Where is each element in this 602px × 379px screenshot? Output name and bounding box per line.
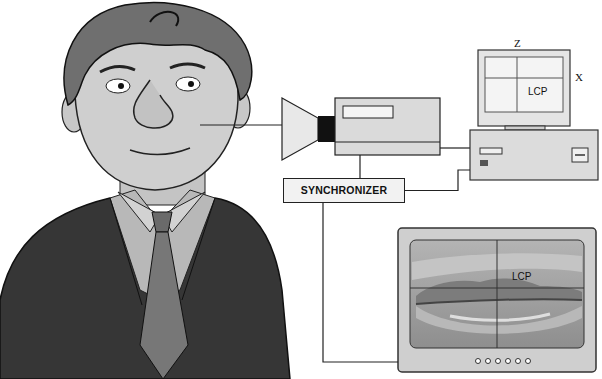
man-figure-part (106, 79, 130, 93)
video-monitor-part (416, 306, 582, 334)
axis-label-holder: X (575, 67, 583, 85)
man-figure-part (118, 83, 124, 89)
computer-part (572, 148, 588, 162)
video-monitor-part (416, 299, 582, 304)
video-monitor-part (516, 359, 521, 364)
computer-screen: LCP (470, 48, 598, 182)
video-monitor-part (476, 359, 481, 364)
man-figure-part (188, 81, 194, 87)
video-monitor-part (496, 359, 501, 364)
computer-part (485, 57, 563, 112)
man-figure (0, 3, 290, 379)
video-monitor-part (398, 228, 596, 372)
computer-part (470, 130, 598, 180)
man-figure-part (100, 66, 135, 72)
signal-wire (323, 203, 398, 362)
man-figure-part (130, 148, 190, 155)
video-monitor-part (506, 359, 511, 364)
video-camera-part (335, 98, 440, 155)
video-monitor-part (450, 314, 550, 320)
computer-part (478, 50, 570, 126)
computer-part (480, 148, 502, 154)
computer-part (505, 126, 545, 130)
video-camera-part (343, 106, 393, 118)
video-monitor-part (410, 288, 584, 289)
video-monitor-part (486, 359, 491, 364)
video-monitor-part (416, 279, 582, 304)
man-figure-part (64, 3, 252, 105)
man-figure-part (152, 212, 172, 232)
sight-line (200, 125, 282, 126)
video-camera (282, 98, 440, 160)
axis-label-holder: Z (514, 33, 521, 51)
camera-wires-part (359, 155, 360, 178)
man-figure-part (176, 77, 200, 91)
axis-label: X (575, 71, 583, 83)
video-monitor-part (497, 240, 498, 348)
video-monitor (398, 228, 596, 372)
node-text: LCP (528, 86, 547, 97)
man-figure-part (170, 64, 205, 68)
video-camera-part (335, 142, 440, 143)
camera-wires-part (440, 147, 470, 148)
video-camera-part (318, 116, 336, 142)
man-figure-part (110, 198, 142, 305)
video-monitor-part (526, 359, 531, 364)
computer-part (575, 154, 585, 156)
video-monitor-part (410, 240, 584, 348)
video-monitor-screen: LCP (398, 228, 596, 372)
node-text: SYNCHRONIZER (301, 185, 387, 197)
man-figure-part (140, 232, 188, 379)
node-text: LCP (512, 271, 531, 282)
signal-wire (405, 170, 470, 191)
computer-part (517, 57, 518, 112)
video-camera-part (282, 98, 318, 160)
synchronizer-box: SYNCHRONIZER (283, 178, 405, 203)
man-figure-part (182, 198, 215, 300)
man-figure-part (150, 12, 178, 26)
computer-part (485, 78, 563, 79)
computer-part (480, 160, 488, 166)
computer (470, 50, 598, 180)
man-figure-part (134, 80, 173, 128)
axis-label: Z (514, 37, 521, 49)
camera-wires (360, 148, 470, 178)
